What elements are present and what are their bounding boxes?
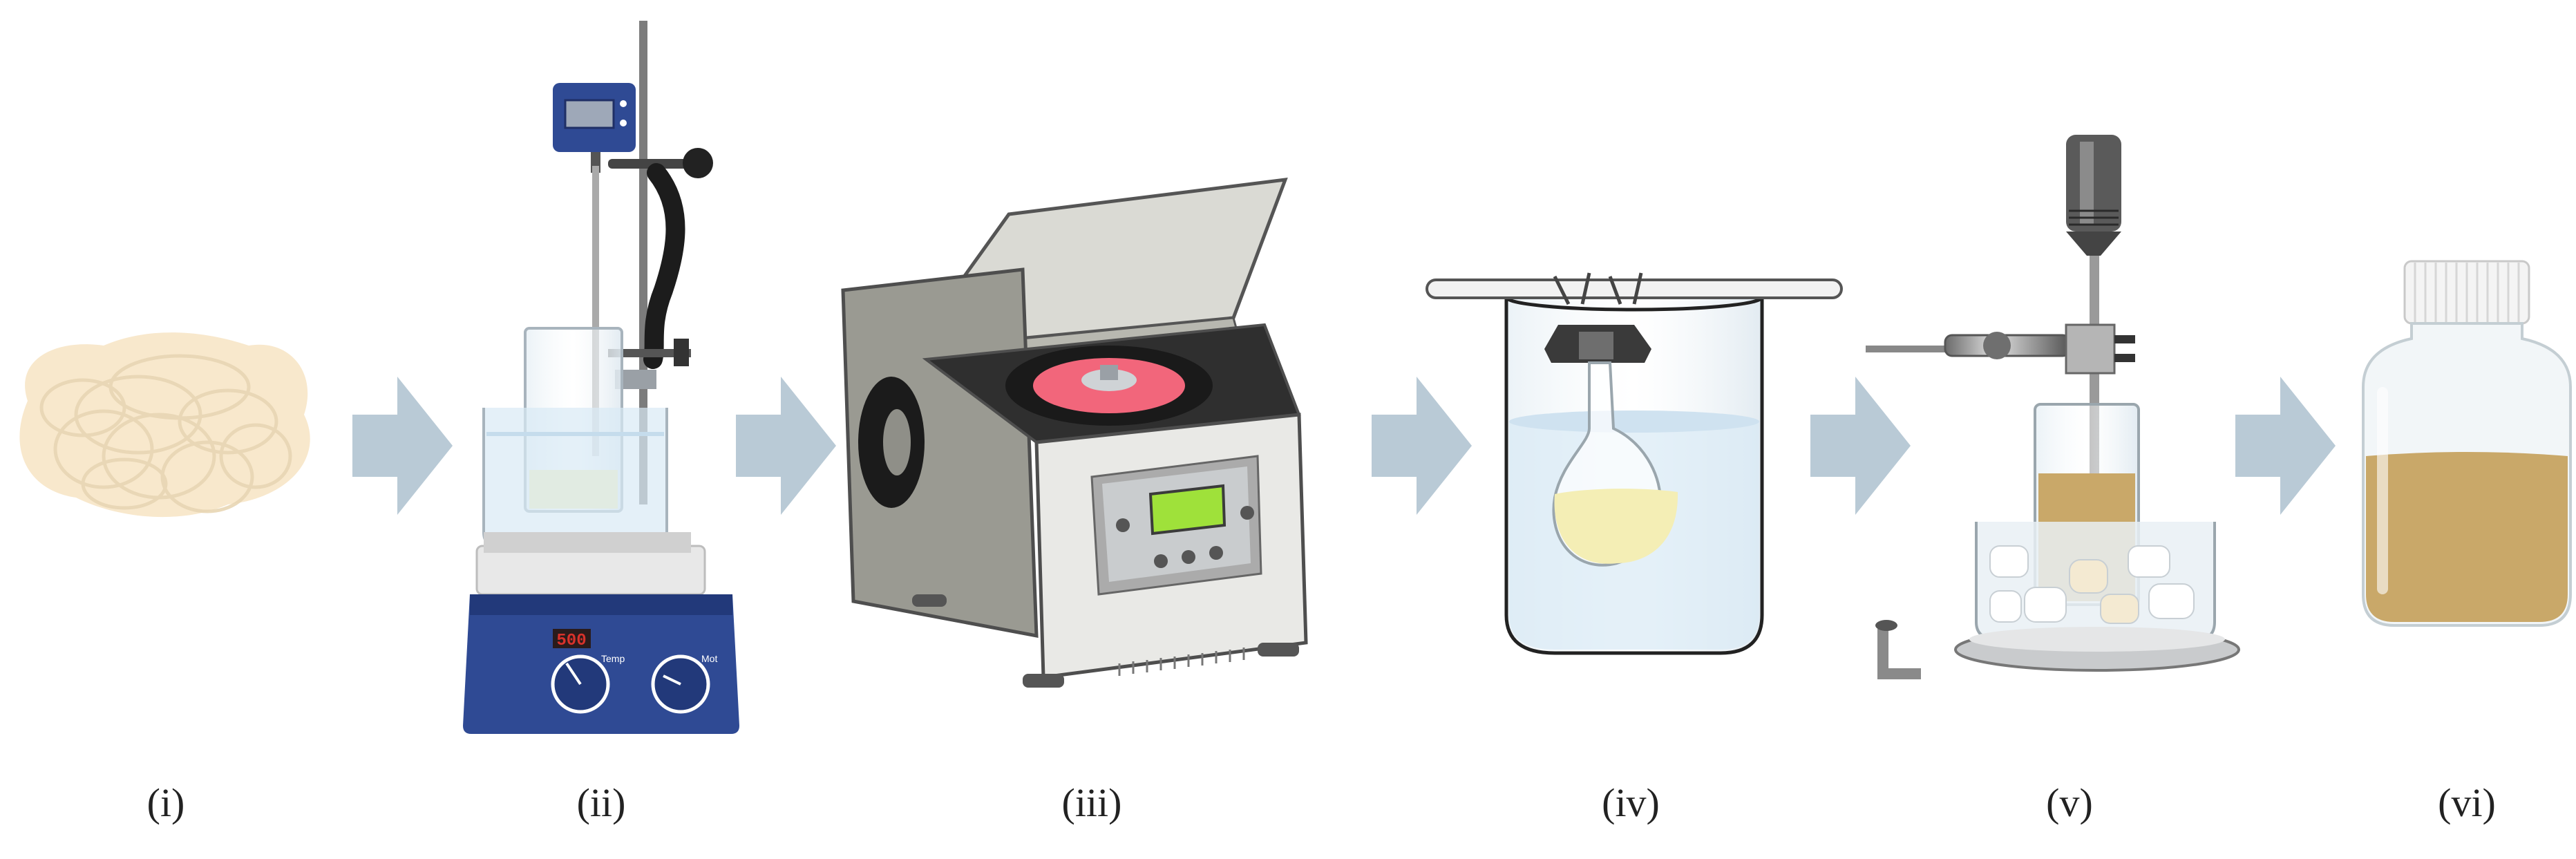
arrow-1 [352,377,453,515]
arrow-3 [1372,377,1472,515]
hotplate-stirrer-icon: 500 Temp Mot [463,21,739,734]
hotplate-display: 500 [556,632,586,650]
display-readout: 500 [556,632,586,650]
fiber-pile-icon [19,332,310,518]
centrifuge-icon [841,178,1308,688]
knob-label-temp: Temp [601,653,625,664]
step-label-iii: (iii) [1061,780,1122,825]
suspension-bottle-icon [2362,260,2572,627]
homogenizer-ice-bath-icon [1866,135,2240,679]
step-label-i: (i) [146,780,185,825]
arrow-4 [1810,377,1911,515]
dialysis-bath-icon [1426,272,1843,655]
step-label-vi: (vi) [2438,780,2496,825]
step-label-v: (v) [2046,780,2093,825]
step-label-ii: (ii) [576,780,626,825]
arrow-2 [736,377,836,515]
knob-label-mot: Mot [701,653,717,664]
arrow-5 [2235,377,2336,515]
step-label-iv: (iv) [1602,780,1660,825]
